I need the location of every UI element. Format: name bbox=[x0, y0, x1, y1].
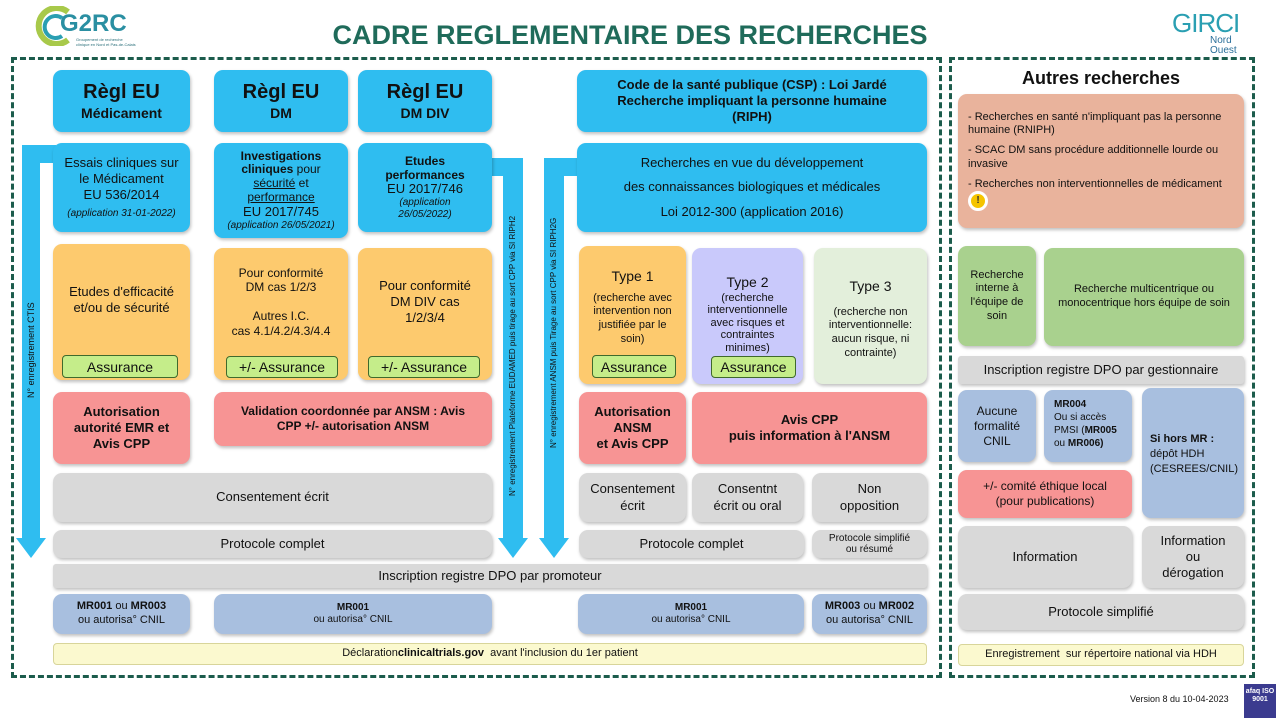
protocole-simplifie: Protocole simplifié bbox=[958, 594, 1244, 630]
ctis-arrow-head bbox=[16, 538, 46, 558]
type-3: Type 3(recherche non interventionnelle: … bbox=[814, 248, 927, 384]
ansm-arrow-head bbox=[539, 538, 569, 558]
ctis-arrow bbox=[22, 145, 40, 540]
aucune-formalite: Aucune formalité CNIL bbox=[958, 390, 1036, 462]
information: Information bbox=[958, 526, 1132, 588]
girci-logo: GIRCI Nord Ouest bbox=[1172, 8, 1240, 56]
protocol-eu: Protocole complet bbox=[53, 530, 492, 558]
eudamed-label: N° enregistrement Plateforme EUDAMED pui… bbox=[508, 215, 517, 497]
registre-promoteur: Inscription registre DPO par promoteur bbox=[53, 564, 927, 588]
assurance-badge: Assurance bbox=[592, 355, 676, 378]
consent-eu: Consentement écrit bbox=[53, 473, 492, 522]
header-csp: Code de la santé publique (CSP) : Loi Ja… bbox=[577, 70, 927, 132]
eudamed-arrow bbox=[503, 158, 523, 540]
comite-ethique: +/- comité éthique local (pour publicati… bbox=[958, 470, 1132, 518]
g2rc-logo: G2RC Groupement de recherche clinique en… bbox=[32, 6, 136, 48]
ctis-arrow-top bbox=[22, 145, 56, 163]
hors-mr: Si hors MR : dépôt HDH (CESREES/CNIL) bbox=[1142, 388, 1244, 518]
autres-list: - Recherches en santé n'impliquant pas l… bbox=[958, 94, 1244, 228]
recherche-multicentrique: Recherche multicentrique ou monocentriqu… bbox=[1044, 248, 1244, 346]
assurance-badge: +/- Assurance bbox=[368, 356, 480, 378]
assurance-badge: Assurance bbox=[62, 355, 178, 378]
ansm-arrow-top bbox=[544, 158, 580, 176]
information-derogation: Information ou dérogation bbox=[1142, 526, 1244, 588]
assurance-badge: Assurance bbox=[711, 356, 796, 378]
auth-dm: Validation coordonnée par ANSM : Avis CP… bbox=[214, 392, 492, 446]
ansm-label: N° enregistrement ANSM puis Tirage au so… bbox=[549, 217, 558, 449]
declaration-clinicaltrials: Déclaration clinicaltrials.gov avant l'i… bbox=[53, 643, 927, 665]
desc-csp: Recherches en vue du développement des c… bbox=[577, 143, 927, 232]
auth-type23: Avis CPP puis information à l'ANSM bbox=[692, 392, 927, 464]
right-frame bbox=[949, 57, 1255, 678]
ansm-arrow bbox=[544, 158, 564, 540]
auth-type1: Autorisation ANSM et Avis CPP bbox=[579, 392, 686, 464]
ctis-label: N° enregistrement CTIS bbox=[26, 302, 36, 398]
registre-gestionnaire: Inscription registre DPO par gestionnair… bbox=[958, 356, 1244, 384]
desc-dm: Investigations cliniques pour sécurité e… bbox=[214, 143, 348, 238]
page-title: CADRE REGLEMENTAIRE DES RECHERCHES bbox=[332, 20, 928, 50]
consent-type3: Non opposition bbox=[812, 473, 927, 522]
eudamed-arrow-head bbox=[498, 538, 528, 558]
consent-type1: Consentement écrit bbox=[579, 473, 686, 522]
version-label: Version 8 du 10-04-2023 bbox=[1130, 694, 1229, 704]
protocol-type3: Protocole simplifié ou résumé bbox=[812, 530, 927, 558]
protocol-type12: Protocole complet bbox=[579, 530, 804, 558]
auth-medicament: Autorisation autorité EMR et Avis CPP bbox=[53, 392, 190, 464]
eudamed-arrow-top bbox=[490, 158, 520, 176]
desc-medicament: Essais cliniques sur le Médicament EU 53… bbox=[53, 143, 190, 232]
recherche-interne: Recherche interne à l'équipe de soin bbox=[958, 246, 1036, 346]
warning-icon: ! bbox=[968, 191, 988, 212]
afaq-logo: afaq ISO 9001 bbox=[1244, 684, 1276, 718]
right-title: Autres recherches bbox=[1021, 68, 1181, 88]
mr004: MR004 Ou si accès PMSI (MR005 ou MR006) bbox=[1044, 390, 1132, 462]
consent-type2: Consentnt écrit ou oral bbox=[692, 473, 803, 522]
assurance-badge: +/- Assurance bbox=[226, 356, 338, 378]
enregistrement-hdh: Enregistrement sur répertoire national v… bbox=[958, 644, 1244, 666]
left-frame bbox=[11, 57, 942, 678]
